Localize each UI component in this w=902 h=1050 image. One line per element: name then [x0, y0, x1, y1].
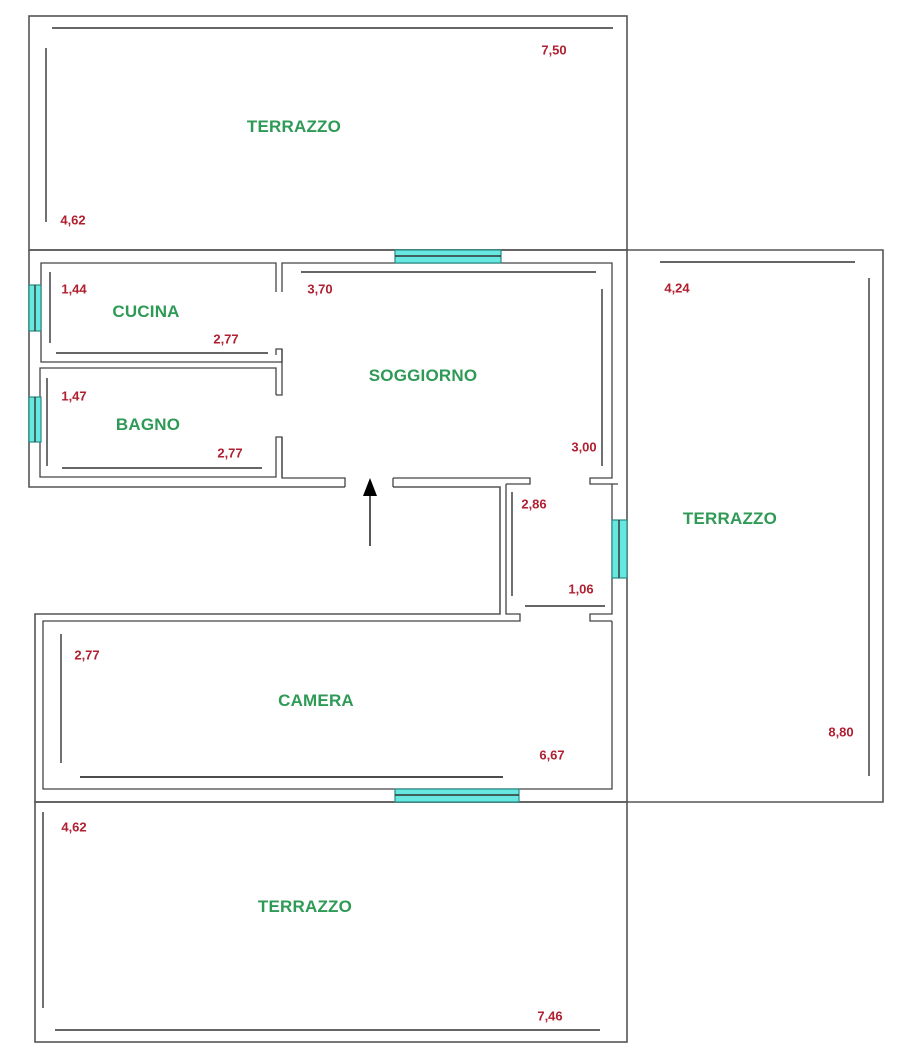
- dimension-bagno-width: 2,77: [217, 445, 243, 461]
- dimension-cucina-width: 2,77: [213, 331, 239, 347]
- room-label-bagno: BAGNO: [115, 415, 181, 434]
- dimension-soggiorno-depth: 3,00: [571, 439, 597, 455]
- dimension-cucina-depth: 1,44: [61, 281, 87, 297]
- terrazzo-bottom-outline: [34, 801, 628, 1043]
- room-label-camera: CAMERA: [278, 691, 354, 710]
- room-label-soggiorno: SOGGIORNO: [368, 366, 478, 385]
- dimension-bagno-depth: 1,47: [61, 388, 87, 404]
- dimension-terrazzo-top-depth: 4,62: [60, 212, 86, 228]
- terrazzo-right-outline: [627, 249, 884, 803]
- cucina-walls: [40, 262, 283, 363]
- dimension-disimpegno-depth: 2,86: [521, 496, 547, 512]
- dimension-camera-depth: 2,77: [74, 647, 100, 663]
- room-label-terrazzo-bottom: TERRAZZO: [257, 897, 353, 916]
- room-label-terrazzo-right: TERRAZZO: [682, 509, 778, 528]
- soggiorno-walls: [281, 262, 618, 487]
- camera-walls: [42, 620, 613, 790]
- room-label-cucina: CUCINA: [112, 302, 180, 321]
- arrow-up-icon: [363, 478, 377, 546]
- apartment-outer-wall: [28, 249, 628, 803]
- dimension-terrazzo-bottom-width: 7,46: [537, 1008, 563, 1024]
- windows: [28, 249, 628, 803]
- dimension-disimpegno-width: 1,06: [568, 581, 594, 597]
- dimension-terrazzo-top-width: 7,50: [541, 42, 567, 58]
- dimension-camera-width: 6,67: [539, 747, 565, 763]
- dimension-terrazzo-right-width: 4,24: [664, 280, 690, 296]
- disimpegno-walls: [500, 484, 613, 622]
- room-label-terrazzo-top: TERRAZZO: [246, 117, 342, 136]
- dimension-terrazzo-bottom-depth: 4,62: [61, 819, 87, 835]
- bagno-walls: [39, 349, 283, 478]
- dimension-terrazzo-right-depth: 8,80: [828, 724, 854, 740]
- dimension-soggiorno-width: 3,70: [307, 281, 333, 297]
